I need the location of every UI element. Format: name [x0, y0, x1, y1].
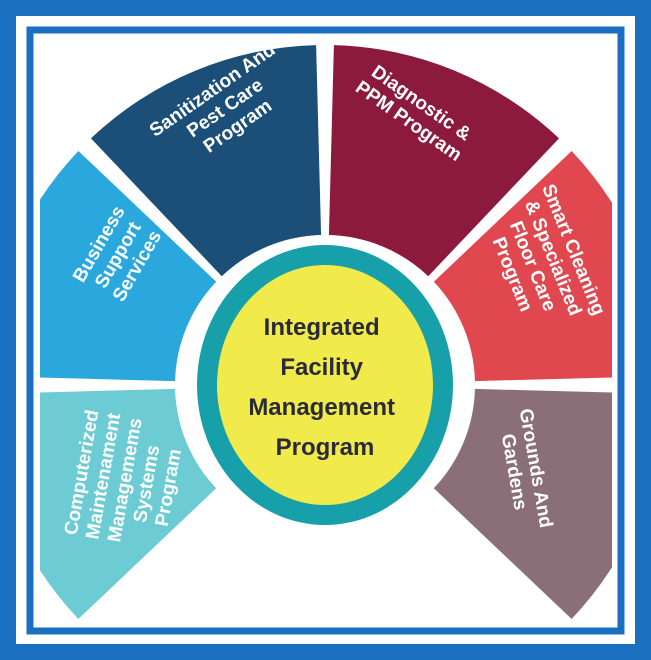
frame-inner-border: [26, 26, 625, 635]
segment-diagnostic: [328, 45, 560, 277]
center-title: Integrated Facility Management Program: [248, 314, 401, 461]
center-line: Facility: [280, 354, 363, 381]
center-line: Integrated: [264, 314, 380, 341]
segment-smart-cleaning: [433, 150, 612, 382]
segment-grounds: [433, 388, 612, 620]
segment-sanitization: [90, 45, 322, 277]
center-line: Management: [248, 394, 395, 421]
center-circle: [217, 265, 433, 505]
segment-computerized: [40, 388, 217, 620]
center-line: Program: [276, 434, 375, 461]
segment-business-support: [40, 150, 217, 382]
